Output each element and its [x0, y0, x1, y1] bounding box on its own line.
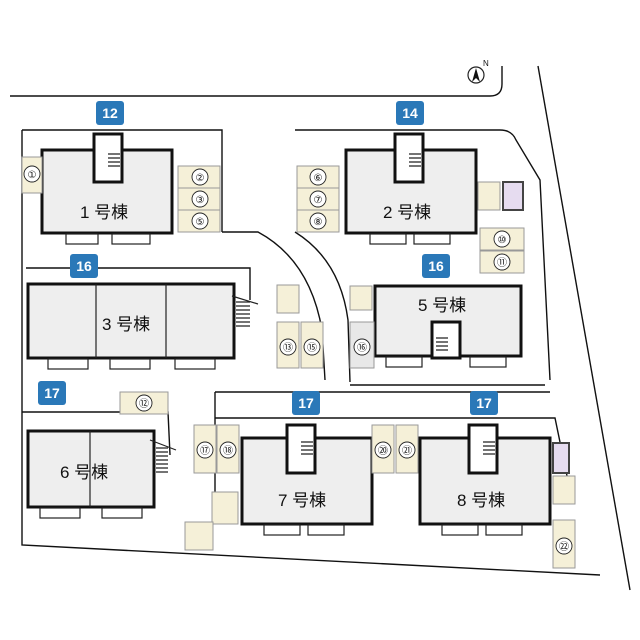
area-tag: 14 [396, 101, 424, 125]
building-3-label: 3 号棟 [102, 315, 150, 334]
road-right-diagonal [537, 65, 631, 591]
parking-slot-6: ⑥ [296, 165, 340, 189]
building-7: 7 号棟 [240, 423, 374, 536]
lot-unnumbered [349, 285, 373, 311]
parking-slot-13: ⑬ [276, 321, 300, 369]
parking-number: ⑥ [314, 173, 323, 184]
building-8: 8 号棟 [418, 423, 552, 536]
parking-slot-20: ⑳ [371, 424, 395, 474]
building-8-label: 8 号棟 [457, 491, 505, 510]
parking-slot-7: ⑦ [296, 187, 340, 211]
area-tag: 17 [292, 391, 320, 415]
parking-number: ⑬ [283, 342, 293, 354]
area-tag: 12 [96, 101, 124, 125]
parking-number: ⑯ [357, 342, 367, 354]
parking-number: ⑦ [314, 195, 323, 206]
area-tag-text: 14 [402, 105, 418, 121]
building-1: 1 号棟 [40, 132, 174, 245]
area-tag-text: 16 [428, 258, 444, 274]
block-3-outline [26, 267, 251, 300]
parking-number: ⑫ [139, 398, 149, 410]
area-tag: 16 [422, 254, 450, 278]
lot-unnumbered [552, 475, 576, 505]
area-tag-text: 17 [44, 385, 60, 401]
site-boundary-upper-right [295, 129, 551, 381]
north-arrow-icon: N [467, 59, 489, 84]
parking-number: ⑩ [498, 235, 507, 246]
parking-slot-16: ⑯ [349, 321, 375, 369]
parking-slot-5: ⑤ [177, 209, 221, 233]
inner-road-right [294, 231, 351, 383]
lot-unnumbered [276, 284, 300, 314]
parking-slot-15: ⑮ [300, 321, 324, 369]
parking-number: ⑤ [196, 217, 205, 228]
compass-label: N [483, 59, 489, 68]
building-7-label: 7 号棟 [278, 491, 326, 510]
area-tag: 17 [470, 391, 498, 415]
road-top [10, 66, 503, 97]
area-tag-text: 12 [102, 105, 118, 121]
parking-number: ⑪ [497, 257, 507, 269]
area-tag: 17 [38, 381, 66, 405]
building-6-label: 6 号棟 [60, 463, 108, 482]
area-tag-text: 16 [76, 258, 92, 274]
building-2-label: 2 号棟 [383, 203, 431, 222]
parking-number: ⑱ [223, 445, 233, 457]
parking-slot-1: ① [21, 156, 43, 194]
parking-slot-12: ⑫ [119, 391, 169, 415]
parking-slot-10: ⑩ [479, 227, 525, 251]
building-5-label: 5 号棟 [418, 296, 466, 315]
lot-unnumbered [184, 521, 214, 551]
site-boundary-upper [22, 129, 223, 232]
parking-number: ② [196, 173, 205, 184]
area-tag-text: 17 [298, 395, 314, 411]
parking-slot-21: ㉑ [395, 424, 419, 474]
lot-unnumbered [477, 181, 501, 211]
parking-number: ③ [196, 195, 205, 206]
parking-number: ⑰ [200, 445, 210, 457]
site-boundary-outer [21, 130, 601, 576]
building-6: 6 号棟 [26, 429, 177, 519]
building-5: 5 号棟 [373, 284, 523, 368]
parking-number: ⑳ [378, 445, 388, 457]
parking-number: ㉑ [402, 445, 412, 457]
area-tag-text: 17 [476, 395, 492, 411]
parking-slot-3: ③ [177, 187, 221, 211]
lot-unnumbered [211, 491, 239, 525]
building-2: 2 号棟 [344, 132, 478, 245]
parking-slot-22: ㉒ [552, 519, 576, 569]
area-tag: 16 [70, 254, 98, 278]
parking-slot-2: ② [177, 165, 221, 189]
parking-number: ⑧ [314, 217, 323, 228]
building-3: 3 号棟 [26, 282, 259, 370]
parking-number: ⑮ [307, 342, 317, 354]
parking-slot-17: ⑰ [193, 424, 217, 474]
parking-slot-8: ⑧ [296, 209, 340, 233]
parking-slot-18: ⑱ [216, 424, 240, 474]
lot-purple [502, 181, 524, 211]
parking-number: ① [28, 170, 37, 181]
building-1-label: 1 号棟 [80, 203, 128, 222]
parking-number: ㉒ [559, 541, 569, 553]
parking-slot-11: ⑪ [479, 250, 525, 274]
lot-purple [552, 442, 570, 474]
